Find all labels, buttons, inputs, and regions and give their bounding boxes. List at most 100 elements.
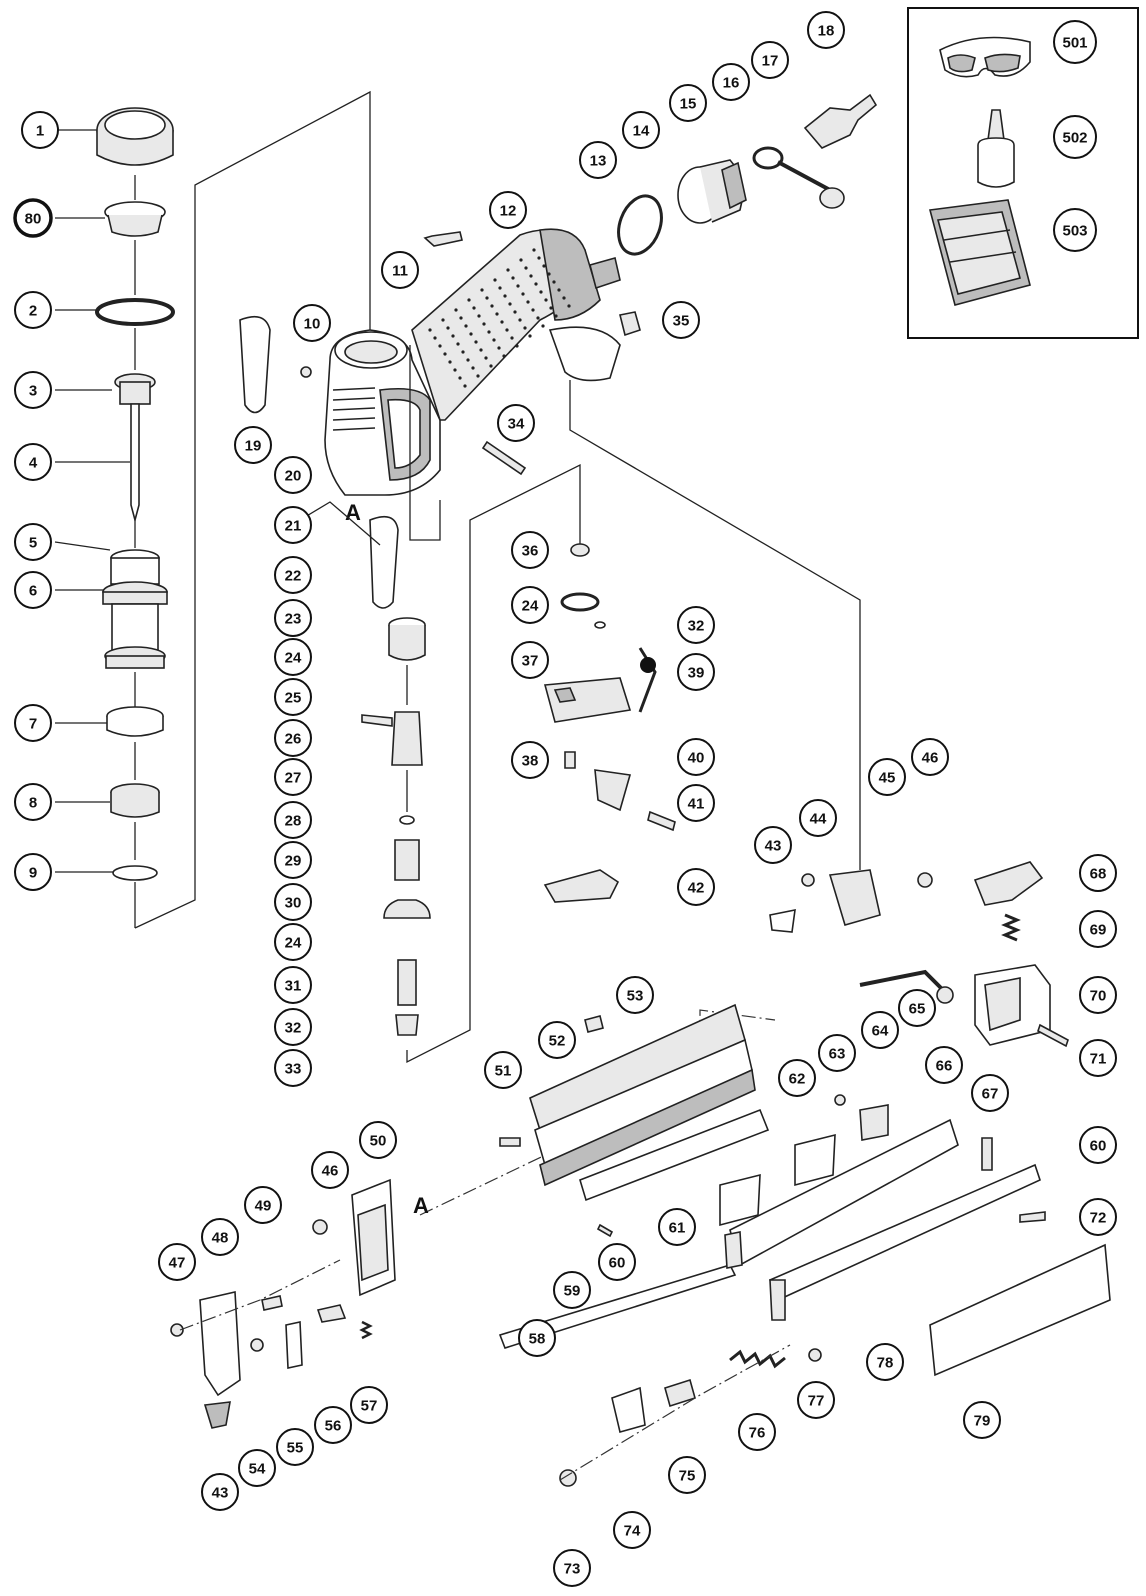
callout-66: 66 — [925, 1046, 963, 1084]
callout-74: 74 — [613, 1511, 651, 1549]
driver-blade-4 — [130, 403, 140, 524]
callout-45: 45 — [868, 758, 906, 796]
leader-lines — [54, 129, 130, 873]
lever-56 — [316, 1304, 347, 1323]
grip-dot — [480, 288, 484, 292]
callout-46: 46 — [311, 1151, 349, 1189]
label-79 — [929, 1243, 1111, 1377]
grip-dot — [438, 344, 442, 348]
callout-80: 80 — [13, 198, 53, 238]
grip-dot — [443, 352, 447, 356]
callout-44: 44 — [799, 799, 837, 837]
callout-number: 41 — [688, 796, 705, 813]
callout-number: 42 — [688, 880, 705, 897]
callout-number: 57 — [361, 1398, 378, 1415]
grip-dot — [547, 272, 551, 276]
grip-dot — [490, 304, 494, 308]
callout-41: 41 — [677, 784, 715, 822]
plate-48 — [199, 1291, 241, 1397]
screw-46b — [312, 1219, 328, 1235]
callout-number: 63 — [829, 1046, 846, 1063]
grip-dot — [511, 276, 515, 280]
grip-dot — [466, 358, 470, 362]
callout-32: 32 — [274, 1008, 312, 1046]
grip-dot — [484, 356, 488, 360]
callout-number: 62 — [789, 1071, 806, 1088]
callout-number: 49 — [255, 1198, 272, 1215]
callout-number: 8 — [29, 795, 37, 812]
callout-number: 29 — [285, 853, 302, 870]
callout-78: 78 — [866, 1343, 904, 1381]
grip-dot — [446, 326, 450, 330]
grip-dot — [521, 292, 525, 296]
grip-dot — [534, 282, 538, 286]
grip-dot — [453, 368, 457, 372]
callout-number: 46 — [922, 750, 939, 767]
callout-69: 69 — [1079, 910, 1117, 948]
callout-503: 503 — [1053, 208, 1097, 252]
grip-dot — [498, 286, 502, 290]
callout-58: 58 — [518, 1319, 556, 1357]
grip-dot — [532, 248, 536, 252]
valve-80 — [104, 201, 166, 237]
callout-number: 68 — [1090, 866, 1107, 883]
grip-dot — [505, 328, 509, 332]
grip-dot — [433, 336, 437, 340]
callout-number: 19 — [245, 438, 262, 455]
screw-34 — [481, 440, 527, 476]
callout-number: 35 — [673, 313, 690, 330]
screw-72 — [1019, 1211, 1046, 1223]
callout-65: 65 — [898, 989, 936, 1027]
grip-dot — [554, 314, 558, 318]
callout-76: 76 — [738, 1413, 776, 1451]
grip-dot — [528, 334, 532, 338]
section-mark-a-2: A — [413, 1193, 429, 1218]
grip-dot — [451, 334, 455, 338]
callout-number: 80 — [25, 211, 42, 228]
callout-number: 9 — [29, 865, 37, 882]
guide-67 — [724, 1118, 959, 1269]
air-fitting-18 — [803, 93, 878, 149]
callout-501: 501 — [1053, 20, 1097, 64]
pin-60b — [596, 1223, 614, 1238]
callout-72: 72 — [1079, 1198, 1117, 1236]
callout-20: 20 — [274, 456, 312, 494]
callout-12: 12 — [489, 191, 527, 229]
screw-49 — [261, 1295, 283, 1311]
body-housing-20 — [324, 329, 441, 496]
callout-75: 75 — [668, 1456, 706, 1494]
callout-number: 501 — [1062, 35, 1087, 52]
callout-24: 24 — [274, 638, 312, 676]
grip-dot — [464, 324, 468, 328]
callout-56: 56 — [314, 1406, 352, 1444]
grip-dot — [448, 360, 452, 364]
callout-number: 6 — [29, 583, 37, 600]
callout-number: 53 — [627, 988, 644, 1005]
grip-dot — [523, 326, 527, 330]
side-cover-21 — [369, 515, 399, 609]
pin-60a — [981, 1137, 993, 1171]
grip-dot — [500, 320, 504, 324]
grip-dot — [539, 290, 543, 294]
callout-number: 31 — [285, 978, 302, 995]
callout-40: 40 — [677, 738, 715, 776]
pusher-74 — [611, 1386, 646, 1433]
callout-31: 31 — [274, 966, 312, 1004]
spring-57 — [359, 1320, 373, 1340]
grip-dot — [516, 284, 520, 288]
grip-dot — [487, 330, 491, 334]
callout-number: 72 — [1090, 1210, 1107, 1227]
callout-number: 66 — [936, 1058, 953, 1075]
callout-number: 69 — [1090, 922, 1107, 939]
callout-47: 47 — [158, 1243, 196, 1281]
screw-53 — [584, 1015, 604, 1033]
callout-number: 16 — [723, 75, 740, 92]
callout-35: 35 — [662, 301, 700, 339]
callout-number: 38 — [522, 753, 539, 770]
grip-dot — [502, 354, 506, 358]
plate-55 — [285, 1321, 303, 1369]
callout-16: 16 — [712, 63, 750, 101]
grip-dots — [428, 248, 571, 388]
grip-dot — [428, 328, 432, 332]
callout-25: 25 — [274, 678, 312, 716]
